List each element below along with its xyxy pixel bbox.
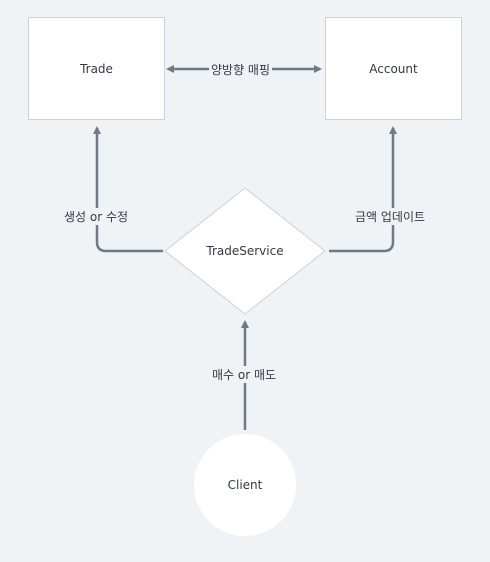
trade-label: Trade bbox=[80, 61, 113, 76]
trade-service-node[interactable]: TradeService bbox=[165, 232, 325, 270]
edge-service-account bbox=[329, 126, 397, 253]
edge-label-amount-update: 금액 업데이트 bbox=[353, 208, 428, 225]
account-node[interactable]: Account bbox=[325, 17, 462, 120]
client-label: Client bbox=[227, 478, 263, 492]
edge-service-trade bbox=[93, 126, 163, 253]
client-node[interactable]: Client bbox=[194, 434, 296, 536]
trade-service-label: TradeService bbox=[206, 244, 284, 258]
account-label: Account bbox=[369, 61, 418, 76]
edge-label-buy-sell: 매수 or 매도 bbox=[210, 366, 279, 383]
trade-service-diamond[interactable] bbox=[164, 187, 326, 315]
edge-label-create-update: 생성 or 수정 bbox=[62, 208, 131, 225]
trade-node[interactable]: Trade bbox=[28, 17, 165, 120]
edge-label-mapping: 양방향 매핑 bbox=[209, 61, 273, 78]
